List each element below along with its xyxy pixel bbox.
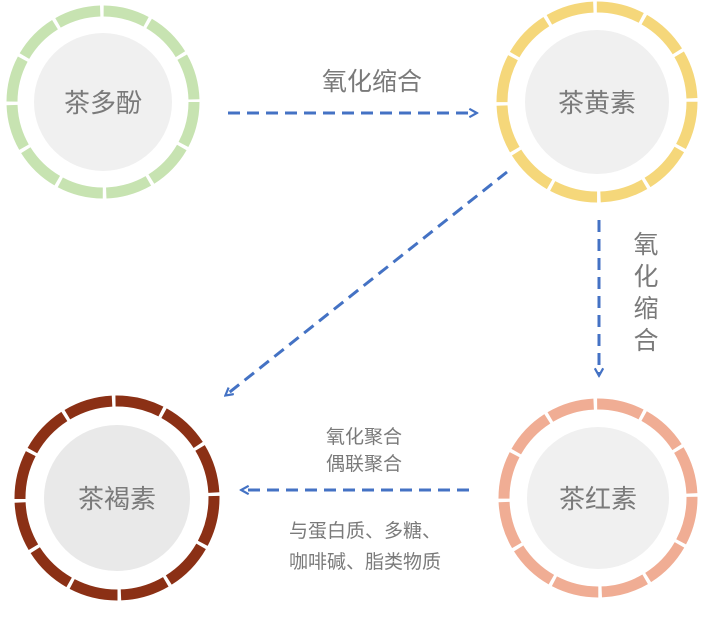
label-note-line-2: 咖啡碱、脂类物质 bbox=[289, 551, 441, 573]
theaflavin-ring bbox=[496, 1, 698, 203]
node-thearubigin: 茶红素 bbox=[498, 398, 698, 598]
vertical-label-char: 合 bbox=[633, 326, 658, 355]
polyphenol-ring bbox=[6, 5, 200, 199]
label-coupling-polymerization: 偶联聚合 bbox=[326, 453, 402, 475]
theaflavin-label: 茶黄素 bbox=[558, 89, 636, 119]
theaflavin-inner bbox=[525, 30, 669, 174]
thearubigin-ring bbox=[498, 398, 698, 598]
theabrownin-ring bbox=[14, 395, 220, 601]
vertical-label-char: 化 bbox=[633, 262, 658, 291]
vertical-label-char: 缩 bbox=[633, 294, 658, 323]
label-note-line-1: 与蛋白质、多糖、 bbox=[289, 520, 441, 542]
polyphenol-inner bbox=[34, 33, 172, 171]
thearubigin-inner bbox=[527, 427, 669, 569]
vertical-label-char: 氧 bbox=[633, 230, 658, 259]
label-oxidative-condensation-vertical: 氧 化 缩 合 bbox=[633, 230, 658, 355]
arrow-theaflavin-to-theabrownin bbox=[226, 170, 508, 395]
node-theaflavin: 茶黄素 bbox=[496, 1, 698, 203]
theabrownin-label: 茶褐素 bbox=[78, 485, 156, 515]
node-theabrownin: 茶褐素 bbox=[14, 395, 220, 601]
label-oxidative-polymerization: 氧化聚合 bbox=[326, 426, 402, 448]
label-oxidative-condensation: 氧化缩合 bbox=[322, 67, 422, 96]
theabrownin-inner bbox=[44, 425, 190, 571]
node-tea-polyphenol: 茶多酚 bbox=[6, 5, 200, 199]
polyphenol-label: 茶多酚 bbox=[64, 89, 142, 119]
thearubigin-label: 茶红素 bbox=[559, 485, 637, 515]
